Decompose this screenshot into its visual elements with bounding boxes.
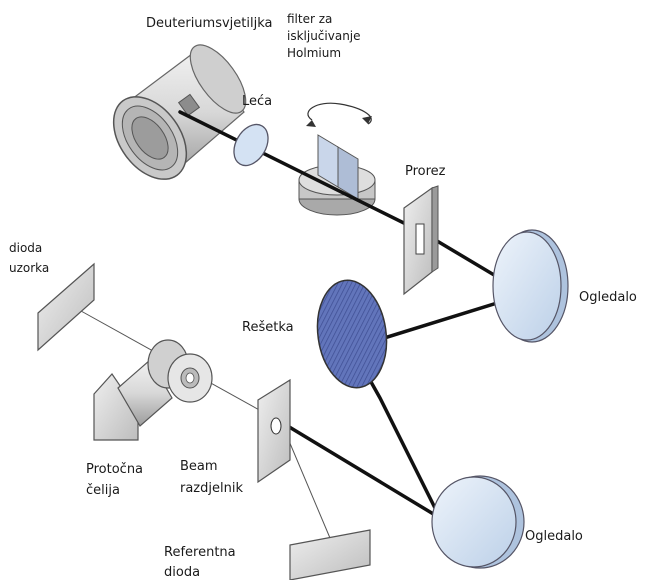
- label-slit: Prorez: [405, 164, 446, 179]
- beam-splitter: [257, 378, 291, 484]
- reference-diode: [289, 529, 371, 580]
- slit: [403, 185, 439, 296]
- label-lamp: Deuteriumsvjetiljka: [146, 16, 272, 31]
- lens: [233, 123, 269, 167]
- label-flow-cell-line1: Protočna: [86, 462, 143, 477]
- label-reference-diode-line1: Referentna: [164, 545, 236, 560]
- label-filter-line2: isključivanje: [287, 29, 361, 43]
- label-grating: Rešetka: [242, 320, 294, 335]
- label-mirror-1: Ogledalo: [579, 290, 637, 305]
- labels: Deuteriumsvjetiljka filter za isključiva…: [9, 12, 637, 580]
- label-lens: Leća: [242, 94, 272, 109]
- flow-cell: [93, 339, 213, 441]
- rotation-arrows-icon: [306, 102, 372, 127]
- deuterium-lamp: [112, 44, 247, 180]
- label-sample-diode-line1: dioda: [9, 241, 42, 255]
- label-beam-splitter-line1: Beam: [180, 459, 218, 474]
- label-flow-cell-line2: čelija: [86, 483, 120, 498]
- label-beam-splitter-line2: razdjelnik: [180, 481, 243, 496]
- label-filter-line1: filter za: [287, 12, 332, 26]
- mirror-2: [431, 475, 525, 569]
- grating: [316, 279, 388, 389]
- label-reference-diode-line2: dioda: [164, 565, 200, 580]
- label-sample-diode-line2: uzorka: [9, 261, 49, 275]
- mirror-1: [492, 229, 569, 343]
- holmium-filter: [298, 134, 376, 216]
- label-mirror-2: Ogledalo: [525, 529, 583, 544]
- sample-diode: [37, 262, 95, 352]
- label-filter-line3: Holmium: [287, 46, 341, 60]
